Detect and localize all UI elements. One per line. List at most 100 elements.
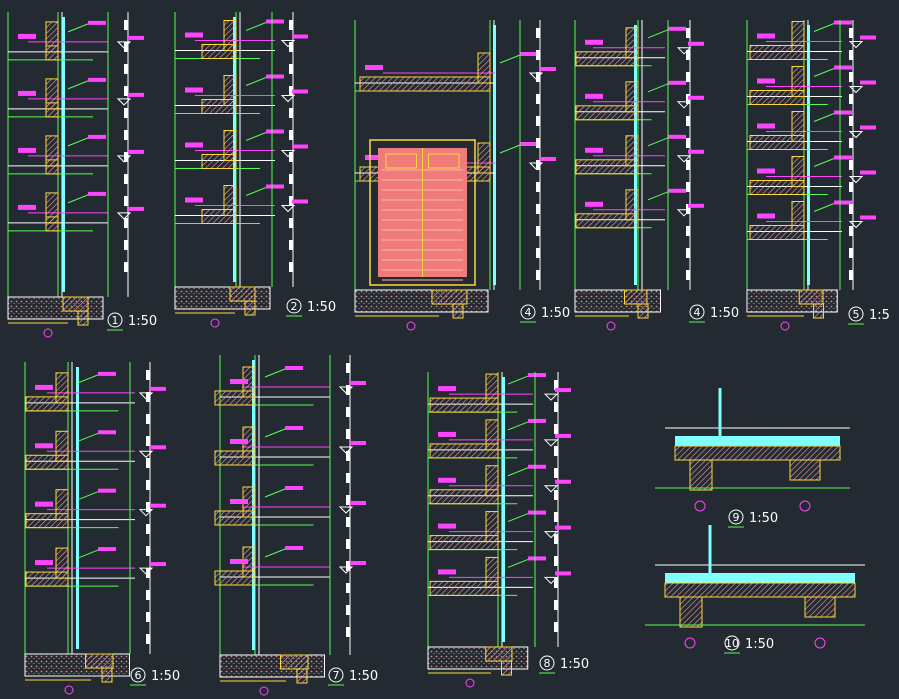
beam-block [791,21,805,52]
beam-block [791,156,805,187]
dimension-tick [536,270,540,280]
ground-block [219,654,325,678]
glass-layer [665,573,855,583]
detail-number: 5 [853,308,860,321]
detail-circle-icon [520,304,536,320]
dimension-tick [346,385,350,395]
room-tag [757,168,775,174]
footing-block [85,653,114,669]
room-tag [185,87,203,93]
dimension-tick [554,424,558,434]
elevation-text [128,206,144,211]
dimension-tick [146,546,150,556]
elevation-text [350,441,366,445]
beam-block [55,547,69,579]
room-tag [35,501,53,507]
note-tag [285,366,303,370]
note-tag [528,418,546,423]
note-tag [520,52,538,56]
dimension-tick [686,270,690,280]
triangle-level-marker [543,531,559,539]
beam-block [223,20,237,51]
triangle-level-marker [848,131,864,139]
dimension-tick [146,458,150,468]
leader-line [245,22,267,31]
leader-line [67,194,89,204]
dimension-tick [536,160,540,170]
triangle-level-marker [116,98,132,106]
room-tag [365,65,383,70]
triangle-level-marker [543,439,559,447]
room-tag [757,123,775,129]
section-detail [574,20,704,331]
detail-scale: 1:50 [749,511,778,526]
beam-block [791,66,805,97]
ground-block [7,296,104,320]
dimension-tick [554,380,558,390]
note-tag [266,184,284,189]
dimension-tick [849,204,853,214]
leader-line [264,488,286,498]
leader-line [507,421,529,431]
leader-line [813,23,835,32]
triangle-level-marker [528,162,544,170]
slab-block [749,45,805,60]
dimension-tick [124,20,128,30]
triangle-level-marker [280,205,296,213]
detail-number: 8 [544,657,551,670]
slab-block [359,76,491,92]
elevation-text [860,35,876,40]
beam-block [485,373,499,405]
slab-block [749,135,805,150]
dimension-tick [146,634,150,644]
leader-line [647,83,669,93]
triangle-level-marker [848,176,864,184]
footing-block [637,303,649,319]
detail-scale: 1:50 [151,669,180,684]
detail-scale: 1:5 [869,308,890,323]
detail-number: 9 [733,511,740,524]
footing-block [77,310,89,326]
triangle-level-marker [676,101,692,109]
beam-block [485,556,499,588]
section-detail [427,372,571,688]
detail-label: 8 1:50 [539,655,589,674]
beam-block [477,52,491,84]
elevation-text [555,388,571,393]
dimension-tick [346,473,350,483]
elevation-text [555,479,571,484]
beam-block [55,430,69,462]
room-tag [585,93,603,99]
slab-block [429,535,499,551]
room-tag [230,559,248,564]
elevation-text [292,89,308,94]
room-tag [185,32,203,38]
elevation-text [292,144,308,149]
detail-scale: 1:50 [541,306,570,321]
leader-line [813,158,835,167]
dimension-tick [124,196,128,206]
dimension-tick [554,622,558,632]
dimension-tick [346,583,350,593]
footing-block [244,300,256,316]
dimension-tick [849,160,853,170]
elevation-text [128,35,144,40]
dimension-tick [124,108,128,118]
leader-line [77,432,99,442]
note-tag [528,373,546,378]
detail-number: 4 [694,306,701,319]
dimension-tick [346,561,350,571]
beam-block [223,130,237,161]
dimension-tick [146,568,150,578]
detail-circle-icon [689,304,705,320]
detail-scale: 1:50 [560,657,589,672]
dimension-tick [849,248,853,258]
dimension-tick [124,64,128,74]
note-tag [520,142,538,146]
dimension-tick [554,556,558,566]
dimension-tick [849,116,853,126]
footing-block [798,289,824,305]
room-tag [18,204,36,210]
